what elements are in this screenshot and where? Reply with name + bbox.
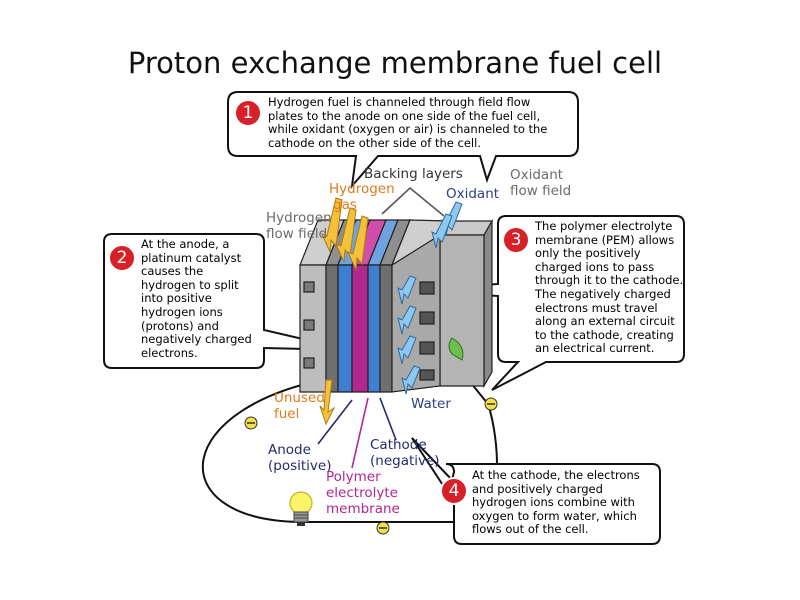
cathode-label: Cathode (negative) [370,437,440,469]
anode-label: Anode (positive) [268,442,332,474]
fuel-cell-stack [299,218,494,393]
oxidant-label: Oxidant [446,186,500,202]
cathode-pointer [379,397,397,441]
hydrogen-gas-label: Hydrogen gas [329,181,395,213]
callout-2-bubble [103,233,351,369]
callout-1-badge [234,99,262,127]
callout-3-number: 3 [510,230,522,250]
hydrogen-flow-field-label: Hydrogen flow field [266,210,332,242]
callout-2-text: At the anode, a platinum catalyst causes… [141,237,252,360]
electron-icon [484,397,498,411]
water-arrow-icon [397,275,421,395]
callout-4-text: At the cathode, the electrons and positi… [472,468,640,537]
unused-fuel-label: Unused fuel [274,390,325,422]
callout-3-badge [502,226,530,254]
electron-icon [376,521,390,535]
electron-icon [244,416,258,430]
callout-4-number: 4 [448,481,460,501]
light-bulb-icon [289,491,313,526]
callout-3-text: The polymer electrolyte membrane (PEM) a… [535,219,684,356]
water-label: Water [411,396,451,412]
callout-1-number: 1 [242,103,254,123]
diagram-title: Proton exchange membrane fuel cell [127,46,663,80]
callout-4-badge [440,477,468,505]
external-circuit-wire [201,371,498,523]
callout-4-bubble [411,437,661,545]
hydrogen-arrow-icon [321,197,369,271]
unused-fuel-arrow-icon [319,379,336,426]
callout-2-badge [108,244,136,272]
oxidant-flow-field-label: Oxidant flow field [510,167,572,199]
callout-1-bubble [227,91,579,190]
polymer-electrolyte-membrane-label: Polymer electrolyte membrane [326,469,400,517]
callout-3-bubble [409,215,685,391]
backing-layers-label: Backing layers [364,166,463,182]
water-drop-icon [448,337,464,361]
anode-pointer [317,399,353,445]
membrane-pointer [351,397,369,469]
backing-layers-pointer [381,186,445,217]
callout-1-text: Hydrogen fuel is channeled through field… [268,95,548,150]
oxidant-arrow-icon [431,201,463,249]
callout-2-number: 2 [116,248,128,268]
